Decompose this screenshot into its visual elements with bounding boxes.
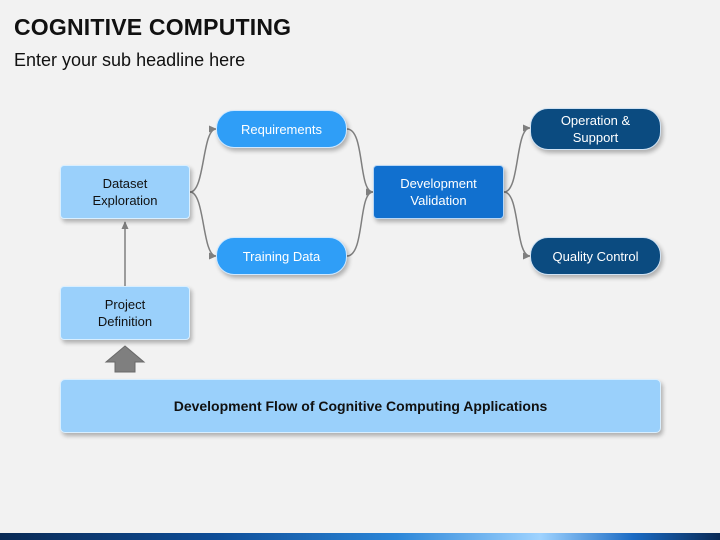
training-data-label: Training Data bbox=[242, 248, 321, 264]
requirements-label: Requirements bbox=[241, 121, 322, 137]
requirements-pill: Requirements bbox=[216, 110, 347, 148]
operation-support-pill: Operation & Support bbox=[530, 108, 661, 150]
dataset-exploration-label: Dataset Exploration bbox=[92, 176, 158, 208]
up-arrow-icon bbox=[104, 345, 146, 373]
training-data-pill: Training Data bbox=[216, 237, 347, 275]
connector-dataset-to-training bbox=[189, 191, 217, 260]
operation-support-label: Operation & Support bbox=[560, 113, 631, 145]
flow-banner-label: Development Flow of Cognitive Computing … bbox=[173, 398, 548, 414]
development-validation-label: Development Validation bbox=[400, 176, 477, 208]
connector-dataset-to-requirements bbox=[189, 125, 217, 193]
dataset-exploration-box: Dataset Exploration bbox=[60, 165, 190, 219]
quality-control-label: Quality Control bbox=[552, 248, 639, 264]
quality-control-pill: Quality Control bbox=[530, 237, 661, 275]
project-definition-box: Project Definition bbox=[60, 286, 190, 340]
connector-training-to-validation bbox=[346, 188, 374, 257]
page-title: COGNITIVE COMPUTING bbox=[14, 14, 292, 40]
connector-validation-to-quality bbox=[503, 191, 531, 260]
flow-banner: Development Flow of Cognitive Computing … bbox=[60, 379, 661, 433]
page-subtitle: Enter your sub headline here bbox=[14, 50, 246, 70]
development-validation-box: Development Validation bbox=[373, 165, 504, 219]
project-definition-label: Project Definition bbox=[97, 297, 153, 329]
connector-requirements-to-validation bbox=[346, 128, 374, 196]
footer-decorative-bar bbox=[0, 533, 720, 540]
connector-validation-to-operation bbox=[503, 124, 531, 193]
